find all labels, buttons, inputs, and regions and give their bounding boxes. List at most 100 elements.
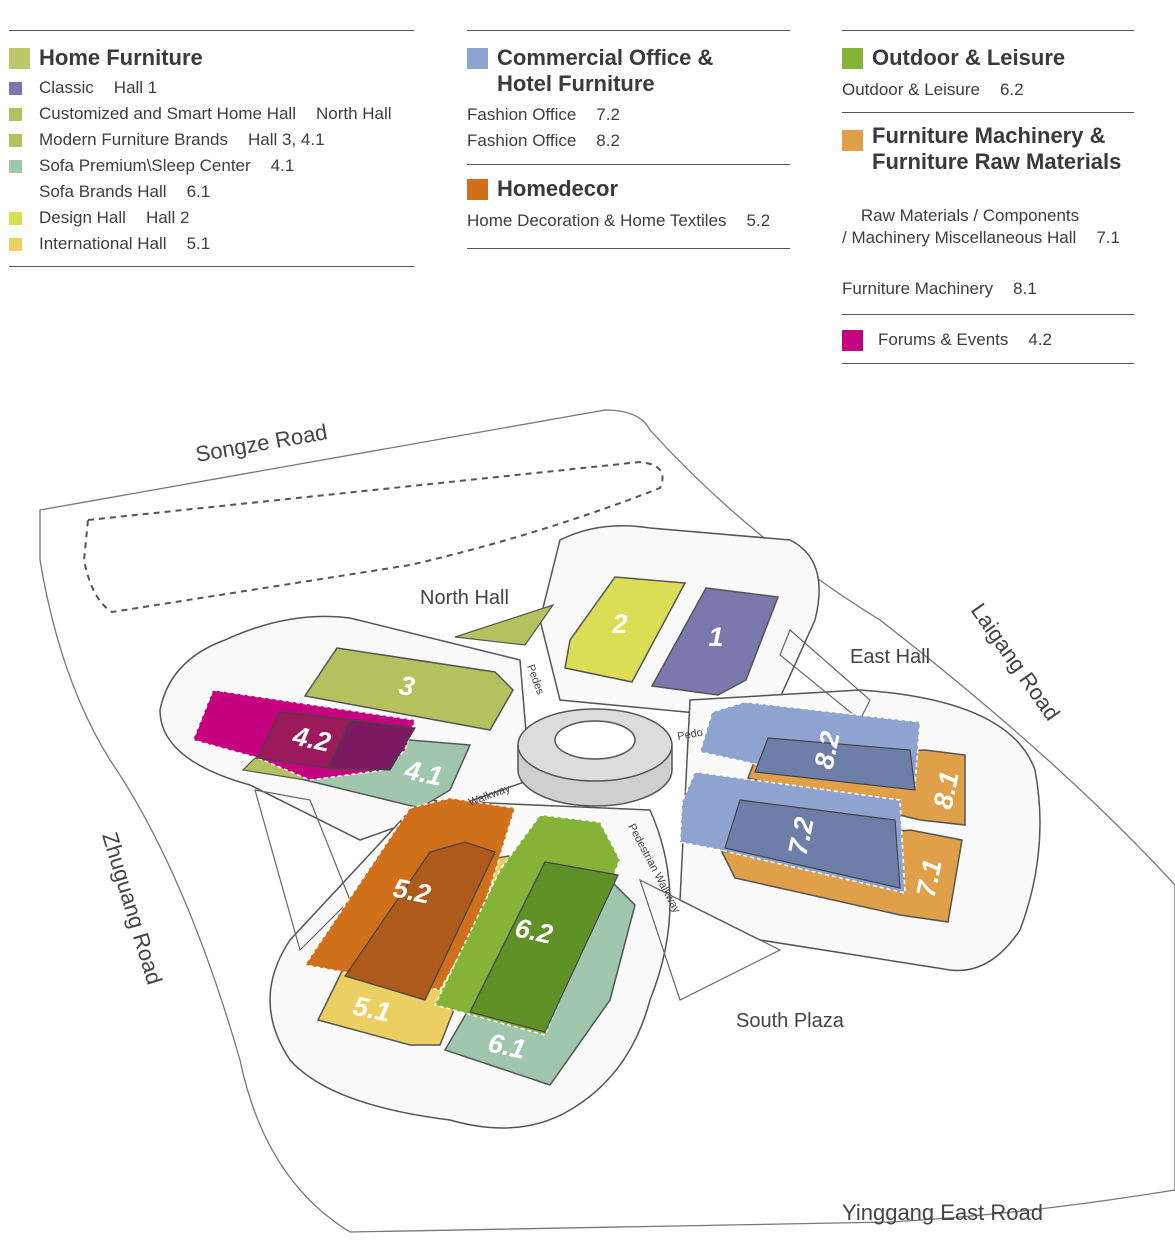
legend-item-label: Customized and Smart Home Hall (39, 104, 296, 123)
color-swatch (9, 81, 22, 95)
legend-item-hall: Hall 1 (113, 78, 158, 97)
legend-commercial-homedecor: Commercial Office &Hotel Furniture Fashi… (467, 30, 790, 249)
legend-item-hall: 7.1 (1096, 228, 1120, 247)
divider (9, 266, 414, 267)
divider (842, 314, 1134, 315)
home-furniture-title: Home Furniture (39, 45, 203, 70)
homedecor-title: Homedecor (497, 176, 619, 201)
legend-item-label: Modern Furniture Brands (39, 130, 228, 149)
hall-label-2: 2 (611, 609, 627, 639)
hall-label-3: 3 (396, 670, 417, 702)
hall-2 (564, 576, 687, 683)
legend-item-hall: Hall 3, 4.1 (247, 130, 325, 149)
legend-item-label: International Hall (39, 234, 167, 253)
machinery-title: Furniture Machinery &Furniture Raw Mater… (872, 123, 1122, 174)
south-plaza-outline (638, 878, 782, 1001)
color-swatch (9, 133, 22, 147)
north-hall-label: North Hall (420, 587, 509, 609)
legend-item-label: Design Hall (39, 208, 126, 227)
legend-item: Raw Materials / Components / Machinery Mi… (842, 183, 1134, 271)
legend-item-hall: 5.2 (746, 211, 771, 230)
divider (467, 164, 790, 165)
legend-item: Customized and Smart Home Hall North Hall (9, 101, 414, 127)
legend-item-hall: 8.2 (596, 131, 620, 150)
divider (467, 30, 790, 31)
color-swatch (9, 159, 22, 173)
category-title: Commercial Office &Hotel Furniture (467, 45, 790, 97)
legend-item-label: Raw Materials / Components (860, 206, 1080, 225)
legend-item: Classic Hall 1 (9, 75, 414, 101)
legend-item-label: Home Decoration & Home Textiles (467, 211, 727, 230)
hall-3 (303, 647, 514, 731)
color-swatch (842, 130, 863, 151)
color-swatch (9, 237, 22, 251)
category-title: Outdoor & Leisure (842, 45, 1134, 71)
walkway-label: Pedo (676, 727, 703, 743)
color-swatch (467, 48, 488, 69)
road-label-west: Zhuguang Road (97, 829, 167, 987)
hall-6-2-dark (469, 861, 619, 1033)
divider (467, 248, 790, 249)
divider (842, 363, 1134, 364)
category-title: Home Furniture (9, 45, 414, 71)
color-swatch (842, 48, 863, 69)
legend-item-hall: 4.1 (270, 156, 295, 175)
color-swatch (467, 179, 488, 200)
hall-label-1: 1 (708, 622, 723, 652)
legend-item-label: Furniture Machinery (842, 279, 994, 298)
east-hall-label: East Hall (850, 646, 930, 668)
hall-1 (650, 587, 780, 696)
legend-item-label: Fashion Office (467, 131, 577, 150)
parking-area (82, 460, 664, 614)
legend-item: International Hall 5.1 (9, 231, 414, 257)
legend-item-hall: 6.2 (999, 80, 1024, 99)
central-ring (517, 708, 673, 807)
legend-item: Forums & Events 4.2 (842, 327, 1134, 353)
legend-item-hall: 7.2 (596, 105, 620, 124)
legend-item-label: Outdoor & Leisure (842, 80, 980, 99)
legend-item-label: Classic (39, 78, 94, 97)
color-swatch (9, 211, 22, 225)
legend-item: Sofa Premium\Sleep Center 4.1 (9, 153, 414, 179)
commercial-title: Commercial Office &Hotel Furniture (497, 45, 714, 96)
hall-8-2-dark (754, 737, 916, 791)
legend-item-hall: Hall 2 (145, 208, 190, 227)
legend-home-furniture: Home Furniture Classic Hall 1 Customized … (9, 30, 414, 267)
legend-item-hall: 4.2 (1028, 330, 1053, 349)
legend-item-hall: 5.1 (186, 234, 211, 253)
divider (842, 112, 1134, 113)
legend-item: Home Decoration & Home Textiles 5.2 (467, 208, 790, 234)
legend-item-label: / Machinery Miscellaneous Hall (842, 228, 1077, 247)
legend-item: Sofa Brands Hall 6.1 (9, 179, 414, 205)
legend-item: Modern Furniture Brands Hall 3, 4.1 (9, 127, 414, 153)
walkway-label: Pedes (524, 663, 546, 697)
legend-outdoor-machinery: Outdoor & Leisure Outdoor & Leisure 6.2 F… (842, 30, 1134, 364)
divider (842, 30, 1134, 31)
legend-item-label: Sofa Premium\Sleep Center (39, 156, 251, 175)
legend-item-label: Fashion Office (467, 105, 577, 124)
north-hall (454, 603, 555, 646)
road-label-south: Yinggang East Road (842, 1200, 1043, 1225)
color-swatch (9, 48, 30, 69)
legend-item-hall: North Hall (315, 104, 392, 123)
legend-item-hall: 6.1 (186, 182, 211, 201)
hall-5-2-dark (344, 841, 496, 1001)
category-title: Homedecor (467, 176, 790, 202)
legend-item-label: Sofa Brands Hall (39, 182, 167, 201)
legend-item: Fashion Office 7.2 (467, 102, 790, 128)
outdoor-title: Outdoor & Leisure (872, 45, 1066, 70)
category-title: Furniture Machinery &Furniture Raw Mater… (842, 123, 1134, 175)
hall-7-2-dark (724, 799, 901, 889)
legend-item: Design Hall Hall 2 (9, 205, 414, 231)
south-plaza-label: South Plaza (736, 1010, 845, 1032)
road-label-north: Songze Road (194, 419, 330, 467)
legend-item-hall: 8.1 (1013, 279, 1037, 298)
divider (9, 30, 414, 31)
color-swatch (9, 107, 22, 121)
legend-item: Fashion Office 8.2 (467, 128, 790, 154)
legend-item-label: Forums & Events (878, 330, 1009, 349)
legend-item: Furniture Machinery 8.1 (842, 276, 1134, 302)
road-label-east: Laigang Road (966, 599, 1065, 726)
legend-item: Outdoor & Leisure 6.2 (842, 77, 1134, 103)
